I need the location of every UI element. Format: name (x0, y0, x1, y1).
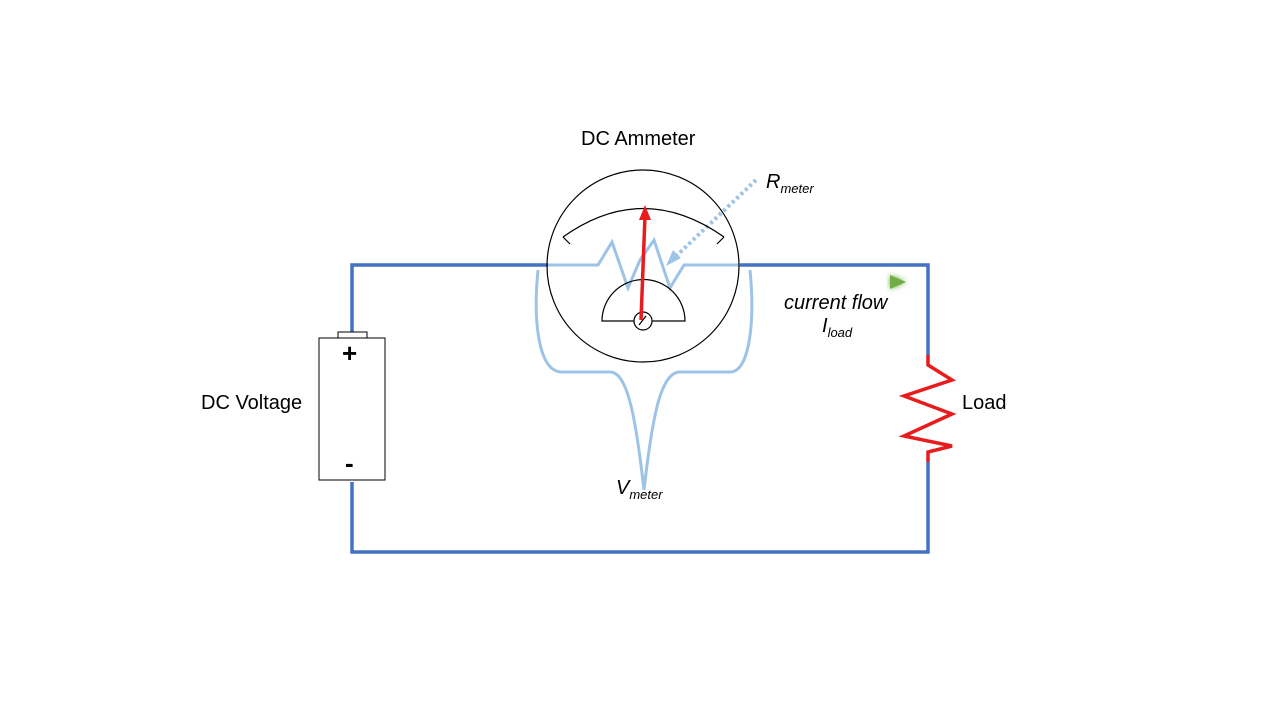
r-meter-sub: meter (780, 181, 814, 196)
resistor-zigzag-icon (898, 355, 957, 462)
i-load-sub: load (827, 325, 853, 340)
v-meter-main: V (616, 477, 630, 499)
meter-housing (546, 169, 740, 363)
meter-needle (639, 205, 651, 321)
wire-right-top (740, 263, 930, 355)
meter-movement-dial (601, 278, 686, 322)
r-meter-arrowhead (666, 250, 681, 266)
meter-scale-tick-left (562, 236, 571, 245)
current-arrow-icon (784, 275, 906, 289)
circuit-wires (350, 263, 930, 554)
v-meter-label: Vmeter (616, 478, 663, 501)
battery-minus-sign: - (345, 448, 354, 478)
ammeter-gauge-icon (546, 169, 740, 363)
battery-icon (318, 331, 386, 481)
meter-resistor-zigzag (548, 236, 740, 293)
battery-plus-sign: + (342, 338, 358, 368)
needle-shaft (639, 215, 647, 321)
wire-bottom (350, 462, 930, 554)
current-flow-label: current flow (784, 292, 888, 314)
meter-scale-tick-right (716, 236, 725, 245)
i-load-label: Iload (822, 316, 852, 339)
meter-pivot-mark (638, 315, 647, 326)
ammeter-title: DC Ammeter (581, 128, 696, 150)
source-label: DC Voltage (201, 392, 303, 414)
battery-body (318, 337, 386, 481)
meter-internal-wiring (534, 178, 758, 491)
v-meter-lead-right (642, 269, 754, 491)
wire-left-top (350, 263, 548, 336)
meter-pivot (633, 311, 653, 331)
v-meter-lead-left (534, 269, 646, 491)
meter-scale-arc (562, 207, 725, 238)
current-arrow-head (890, 275, 906, 289)
i-load-main: I (822, 315, 828, 337)
r-meter-main: R (766, 171, 781, 193)
r-meter-label: Rmeter (766, 172, 814, 195)
v-meter-sub: meter (629, 487, 663, 502)
r-meter-pointer-arrow (670, 178, 758, 262)
load-label: Load (962, 392, 1007, 414)
needle-tip (639, 205, 651, 220)
